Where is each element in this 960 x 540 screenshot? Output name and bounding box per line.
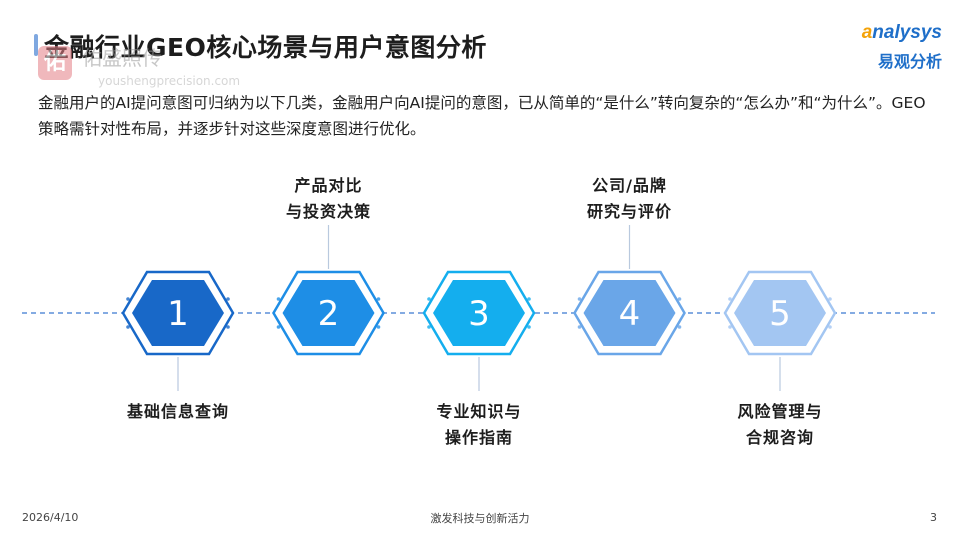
analysys-logo: analysys 易观分析: [848, 22, 948, 72]
step-3-label: 专业知识与 操作指南: [436, 402, 522, 447]
step-5-hex: [734, 280, 826, 346]
step-4-label: 公司/品牌 研究与评价: [586, 176, 672, 221]
step-3-number: 3: [468, 294, 490, 334]
step-1-dot: [126, 325, 130, 329]
logo-english: analysys: [862, 22, 942, 44]
step-1: 1: [121, 270, 235, 391]
step-1-hex: [132, 280, 224, 346]
step-2-dot: [376, 297, 381, 301]
step-2-dot: [276, 325, 281, 329]
step-4-dot: [577, 297, 582, 301]
step-1-dot: [126, 297, 130, 301]
watermark: 佑 佑盛照传 youshengprecision.com: [38, 40, 258, 96]
step-3-dot: [527, 325, 531, 329]
step-5-dot: [828, 297, 832, 301]
footer-date: 2026/4/10: [22, 511, 79, 524]
step-1-number: 1: [167, 294, 189, 334]
step-3-dot: [427, 297, 431, 301]
title-accent-bar: [34, 34, 38, 56]
step-4-hex: [583, 280, 676, 346]
step-5-dot: [828, 325, 832, 329]
footer-slogan: 激发科技与创新活力: [430, 512, 530, 525]
step-1-dot: [226, 325, 230, 329]
step-4-dot: [677, 297, 682, 301]
steps-layer: 1 2 3 4 5: [121, 225, 837, 391]
step-5-number: 5: [769, 294, 791, 334]
step-5: 5: [723, 270, 837, 391]
step-4-dot: [677, 325, 682, 329]
step-4-dot: [577, 325, 582, 329]
step-4: 4: [573, 225, 686, 356]
step-2-label: 产品对比 与投资决策: [285, 176, 371, 221]
step-5-label: 风险管理与 合规咨询: [737, 402, 823, 447]
step-4-number: 4: [619, 294, 641, 334]
watermark-logo-icon: 佑: [38, 46, 72, 80]
step-2-dot: [376, 325, 381, 329]
step-5-dot: [728, 325, 732, 329]
intro-paragraph: 金融用户的AI提问意图可归纳为以下几类，金融用户向AI提问的意图，已从简单的“是…: [38, 94, 926, 138]
step-3-dot: [427, 325, 431, 329]
logo-chinese: 易观分析: [877, 52, 942, 71]
step-5-dot: [728, 297, 732, 301]
step-2-number: 2: [318, 294, 340, 334]
step-2: 2: [272, 225, 385, 356]
watermark-name: 佑盛照传: [82, 46, 162, 70]
step-2-dot: [276, 297, 281, 301]
step-3-hex: [433, 280, 525, 346]
step-2-hex: [282, 280, 375, 346]
step-3-dot: [527, 297, 531, 301]
page-number: 3: [930, 511, 937, 524]
watermark-url: youshengprecision.com: [98, 74, 241, 88]
logo-letter-a: a: [861, 22, 873, 43]
logo-letters: nalysys: [872, 22, 942, 43]
page-title: 金融行业GEO核心场景与用户意图分析: [44, 33, 487, 62]
step-1-label: 基础信息查询: [126, 402, 229, 421]
step-1-dot: [226, 297, 230, 301]
step-3: 3: [422, 270, 536, 391]
